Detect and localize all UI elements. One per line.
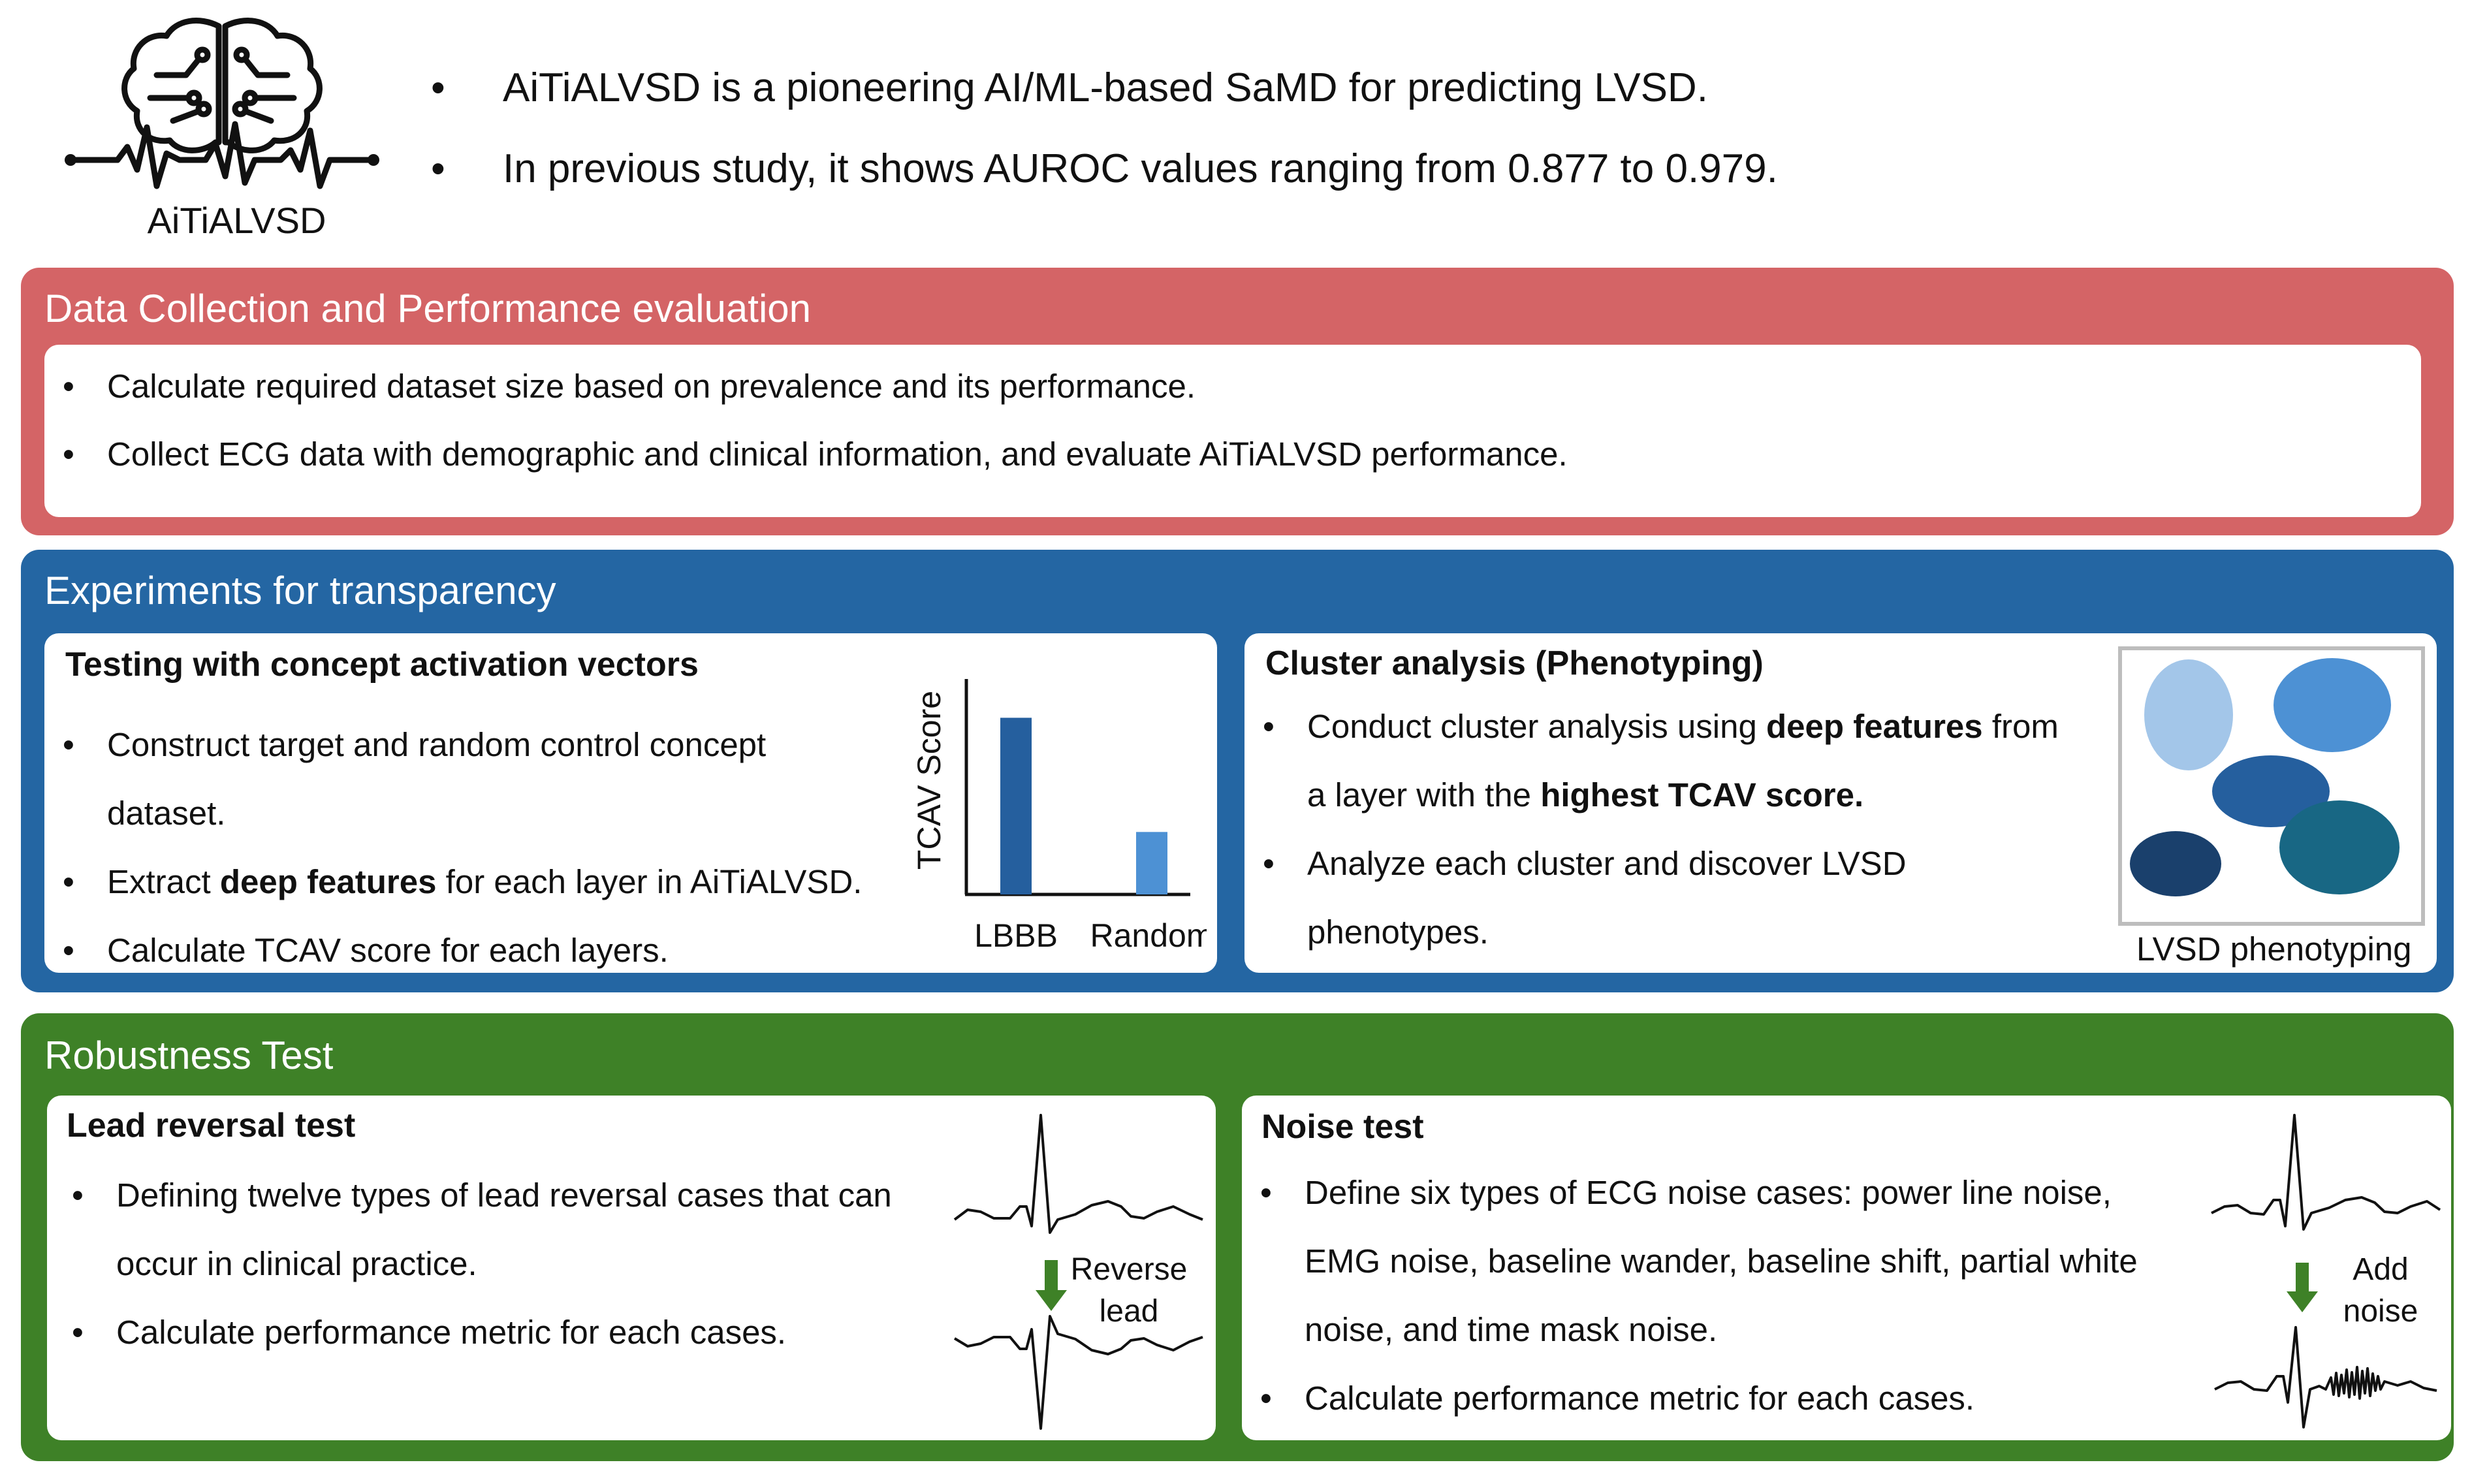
intro-bullets: AiTiALVSD is a pioneering AI/ML-based Sa… <box>424 65 2187 227</box>
cluster-3 <box>2212 755 2330 827</box>
cluster-4 <box>2130 831 2221 896</box>
x-tick-label: Random <box>1090 917 1207 954</box>
arrow-label: Add <box>2353 1252 2408 1287</box>
lead-reversal-ecg-figure: Reverse lead <box>953 1114 1203 1430</box>
lead-title: Lead reversal test <box>67 1107 356 1145</box>
list-item: Extract deep features for each layer in … <box>44 847 919 916</box>
ecg-reversed-icon <box>953 1315 1203 1430</box>
arrow-label: lead <box>1100 1294 1159 1329</box>
ecg-normal-icon <box>953 1114 1203 1234</box>
figure-caption: LVSD phenotyping <box>2136 930 2412 968</box>
cluster-card: Cluster analysis (Phenotyping) Conduct c… <box>1244 633 2437 973</box>
y-axis-label: TCAV Score <box>911 691 947 870</box>
list-item: Collect ECG data with demographic and cl… <box>44 436 2395 473</box>
tcav-bar-chart: TCAV Score LBBB Random <box>911 679 1207 954</box>
data-collection-card: Calculate required dataset size based on… <box>44 345 2421 517</box>
list-item: Calculate performance metric for each ca… <box>54 1298 915 1366</box>
list-item: Conduct cluster analysis using deep feat… <box>1244 692 2067 829</box>
noise-test-card: Noise test Define six types of ECG noise… <box>1242 1096 2451 1440</box>
x-tick-label: LBBB <box>974 917 1058 954</box>
list-item: Analyze each cluster and discover LVSD p… <box>1244 829 1960 966</box>
list-item: Calculate performance metric for each ca… <box>1242 1364 2182 1432</box>
ecg-noisy-icon <box>2214 1326 2437 1429</box>
lead-reversal-card: Lead reversal test Defining twelve types… <box>47 1096 1216 1440</box>
ecg-clean-icon <box>2211 1114 2441 1231</box>
transparency-panel: Experiments for transparency Testing wit… <box>21 550 2454 992</box>
cluster-2 <box>2274 658 2391 752</box>
noise-ecg-figure: Add noise <box>2211 1114 2441 1429</box>
cluster-title: Cluster analysis (Phenotyping) <box>1265 644 1764 682</box>
list-item: Calculate TCAV score for each layers. <box>44 916 919 985</box>
arrow-label: Reverse <box>1071 1252 1188 1287</box>
bar-lbbb <box>1000 718 1032 894</box>
panel-title: Robustness Test <box>44 1034 334 1077</box>
data-collection-panel: Data Collection and Performance evaluati… <box>21 268 2454 535</box>
list-item: Defining twelve types of lead reversal c… <box>54 1161 915 1298</box>
tcav-card: Testing with concept activation vectors … <box>44 633 1217 985</box>
tcav-title: Testing with concept activation vectors <box>65 646 699 684</box>
noise-title: Noise test <box>1261 1108 1424 1146</box>
cluster-scatter-figure <box>2118 646 2425 926</box>
bar-random <box>1136 832 1167 894</box>
list-item: Calculate required dataset size based on… <box>44 368 2395 405</box>
list-item: Construct target and random control conc… <box>44 710 812 847</box>
intro-bullet: AiTiALVSD is a pioneering AI/ML-based Sa… <box>424 65 2187 111</box>
cluster-1 <box>2144 659 2233 770</box>
cluster-5 <box>2279 800 2400 894</box>
list-item: Define six types of ECG noise cases: pow… <box>1242 1158 2182 1364</box>
arrow-down-icon <box>2287 1263 2318 1312</box>
logo-label: AiTiALVSD <box>147 200 326 241</box>
robustness-panel: Robustness Test Lead reversal test Defin… <box>21 1013 2454 1461</box>
panel-title: Data Collection and Performance evaluati… <box>44 287 812 330</box>
panel-title: Experiments for transparency <box>44 569 556 612</box>
brain-ecg-logo-icon <box>65 18 379 189</box>
arrow-down-icon <box>1036 1260 1067 1311</box>
arrow-label: noise <box>2343 1294 2418 1329</box>
intro-bullet: In previous study, it shows AUROC values… <box>424 146 2187 192</box>
